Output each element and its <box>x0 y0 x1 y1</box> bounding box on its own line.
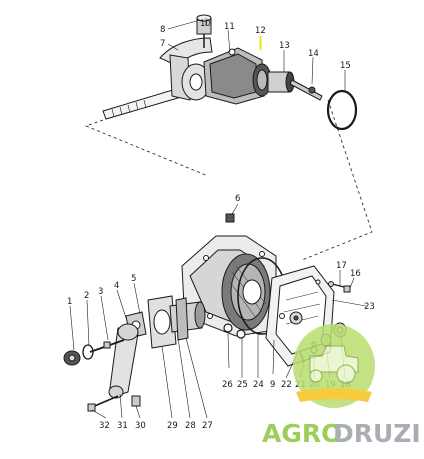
tractor-front-wheel-icon <box>309 369 323 383</box>
callout-1: 1 <box>67 297 72 307</box>
gearbox-housing <box>181 213 287 339</box>
callout-12: 12 <box>255 26 266 36</box>
watermark-druzi: DRUZI <box>333 419 421 448</box>
callout-25: 25 <box>237 380 248 390</box>
callout-7: 7 <box>160 39 165 49</box>
crank-lever-assembly <box>63 311 147 412</box>
callout-9: 9 <box>270 380 275 390</box>
callout-8: 8 <box>160 25 165 35</box>
watermark-logo: AGRO DRUZI <box>262 324 421 448</box>
watermark-agro: AGRO <box>262 419 342 448</box>
callout-26: 26 <box>222 380 233 390</box>
callout-13: 13 <box>279 41 290 51</box>
callout-17: 17 <box>336 261 347 271</box>
callout-29: 29 <box>167 421 178 431</box>
callout-10: 10 <box>200 19 211 29</box>
callout-2: 2 <box>84 291 89 301</box>
field-rows-icon <box>296 388 372 402</box>
callout-11: 11 <box>224 22 235 32</box>
callout-28: 28 <box>185 421 196 431</box>
callout-27: 27 <box>202 421 213 431</box>
callout-32: 32 <box>99 421 110 431</box>
upper-shaft-assembly <box>102 14 358 131</box>
callout-3: 3 <box>98 287 103 297</box>
callout-31: 31 <box>117 421 128 431</box>
projection-lines <box>84 99 373 261</box>
callout-16: 16 <box>350 269 361 279</box>
callout-4: 4 <box>114 281 119 291</box>
callout-15: 15 <box>340 61 351 71</box>
tractor-wheel-icon <box>336 364 356 384</box>
output-flange <box>147 295 206 349</box>
callout-30: 30 <box>135 421 146 431</box>
callout-23: 23 <box>364 302 375 312</box>
callout-5: 5 <box>131 274 136 284</box>
callout-6: 6 <box>235 194 240 204</box>
callout-14: 14 <box>308 49 319 59</box>
callout-24: 24 <box>253 380 264 390</box>
callout-22: 22 <box>281 380 292 390</box>
